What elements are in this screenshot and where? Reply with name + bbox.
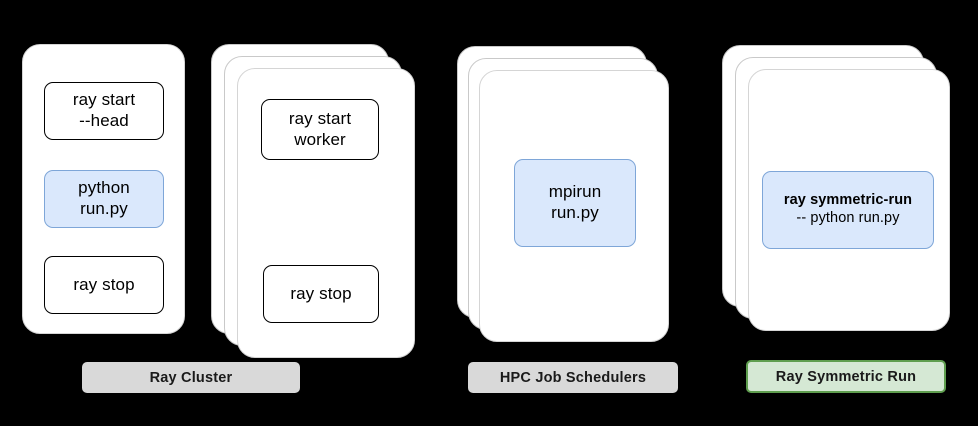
legend-chip-ray-symmetric-run: Ray Symmetric Run — [746, 360, 946, 393]
legend-chip-ray-cluster: Ray Cluster — [82, 362, 300, 393]
legend-chip-label: HPC Job Schedulers — [499, 369, 647, 386]
legend-chip-label: Ray Cluster — [149, 369, 233, 386]
command-line-1: ray stop — [73, 274, 135, 294]
command-line-2: --head — [79, 111, 129, 130]
command-box-ray-symmetric-run[interactable]: ray symmetric-run -- python run.py — [762, 171, 934, 249]
command-line-1: ray symmetric-run — [783, 192, 913, 209]
command-box-ray-stop-head[interactable]: ray stop — [44, 256, 164, 314]
legend-chip-hpc-job-schedulers: HPC Job Schedulers — [468, 362, 678, 393]
command-line-1: ray start — [288, 108, 352, 128]
command-line-1: python — [78, 178, 130, 198]
command-line-2: -- python run.py — [796, 210, 900, 226]
command-line-2: run.py — [551, 203, 599, 222]
command-line-2: run.py — [80, 199, 128, 218]
command-line-1: mpirun — [548, 182, 602, 202]
command-line-1: ray stop — [290, 283, 352, 303]
command-box-ray-start-head[interactable]: ray start --head — [44, 82, 164, 140]
command-box-ray-stop-worker[interactable]: ray stop — [263, 265, 379, 323]
legend-chip-label: Ray Symmetric Run — [775, 368, 917, 385]
command-box-python-run-py[interactable]: python run.py — [44, 170, 164, 228]
command-box-mpirun-run-py[interactable]: mpirun run.py — [514, 159, 636, 247]
command-line-2: worker — [294, 129, 346, 149]
command-line-1: ray start — [72, 90, 136, 110]
command-box-ray-start-worker[interactable]: ray start worker — [261, 99, 379, 160]
